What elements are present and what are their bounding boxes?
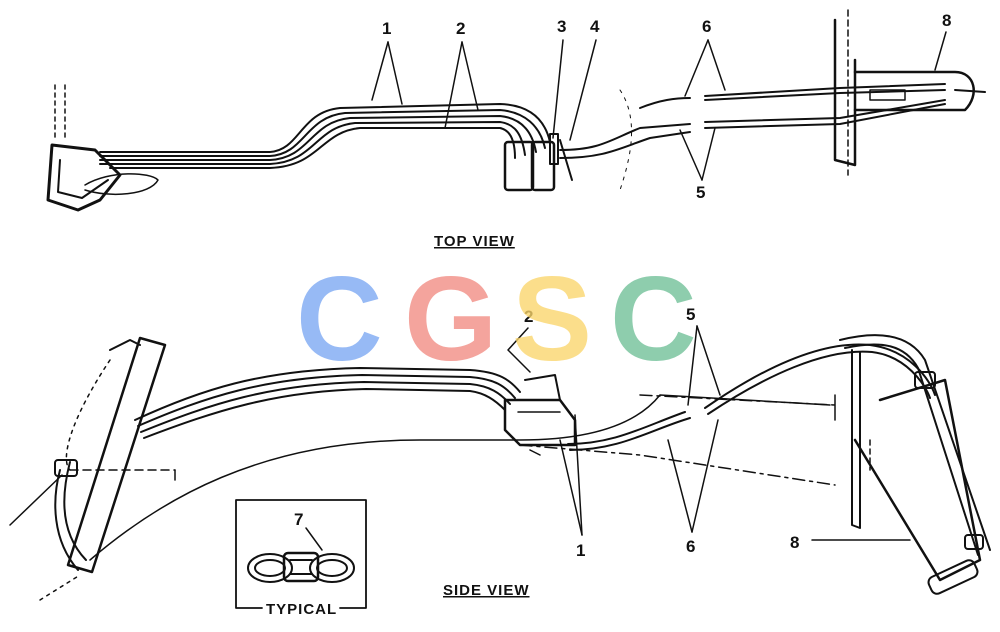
side-callout-5: 5 xyxy=(686,305,695,324)
typical-title: TYPICAL xyxy=(266,601,337,618)
side-left-post xyxy=(9,336,176,601)
side-callout-8: 8 xyxy=(790,533,799,552)
side-cylinder xyxy=(851,349,984,595)
side-leaders xyxy=(507,325,911,541)
side-lines-to-cylinder xyxy=(567,334,991,556)
watermark-letter-3: S xyxy=(512,252,592,386)
top-view: 1 2 3 4 6 5 8 TOP VIEW xyxy=(46,9,986,250)
side-view: 2 5 1 6 8 SIDE VIEW xyxy=(9,305,991,601)
top-lines-to-cylinder xyxy=(559,83,946,159)
top-callout-5: 5 xyxy=(696,183,705,202)
top-callout-4: 4 xyxy=(590,17,600,36)
watermark-letter-2: G xyxy=(404,252,497,386)
top-leaders xyxy=(371,31,947,181)
watermark: C G S C xyxy=(296,252,697,386)
side-manifold xyxy=(503,374,577,456)
side-body-outline xyxy=(89,394,836,561)
top-callout-2: 2 xyxy=(456,19,465,38)
side-callout-2: 2 xyxy=(524,307,533,326)
side-callout-6: 6 xyxy=(686,537,695,556)
top-left-bracket xyxy=(46,84,159,212)
top-cylinder xyxy=(833,9,986,176)
side-view-title: SIDE VIEW xyxy=(443,582,530,599)
top-callout-1: 1 xyxy=(382,19,391,38)
typical-inset: 7 TYPICAL xyxy=(235,499,367,618)
side-callout-1: 1 xyxy=(576,541,585,560)
top-callout-6: 6 xyxy=(702,17,711,36)
top-hose-bundle xyxy=(99,103,551,169)
top-callout-3: 3 xyxy=(557,17,566,36)
inset-callout-7: 7 xyxy=(294,510,303,529)
side-hose-bundle xyxy=(134,367,521,439)
top-callout-8: 8 xyxy=(942,11,951,30)
watermark-letter-1: C xyxy=(296,252,383,386)
watermark-letter-4: C xyxy=(610,252,697,386)
top-manifold xyxy=(503,133,573,192)
top-view-title: TOP VIEW xyxy=(434,233,515,250)
